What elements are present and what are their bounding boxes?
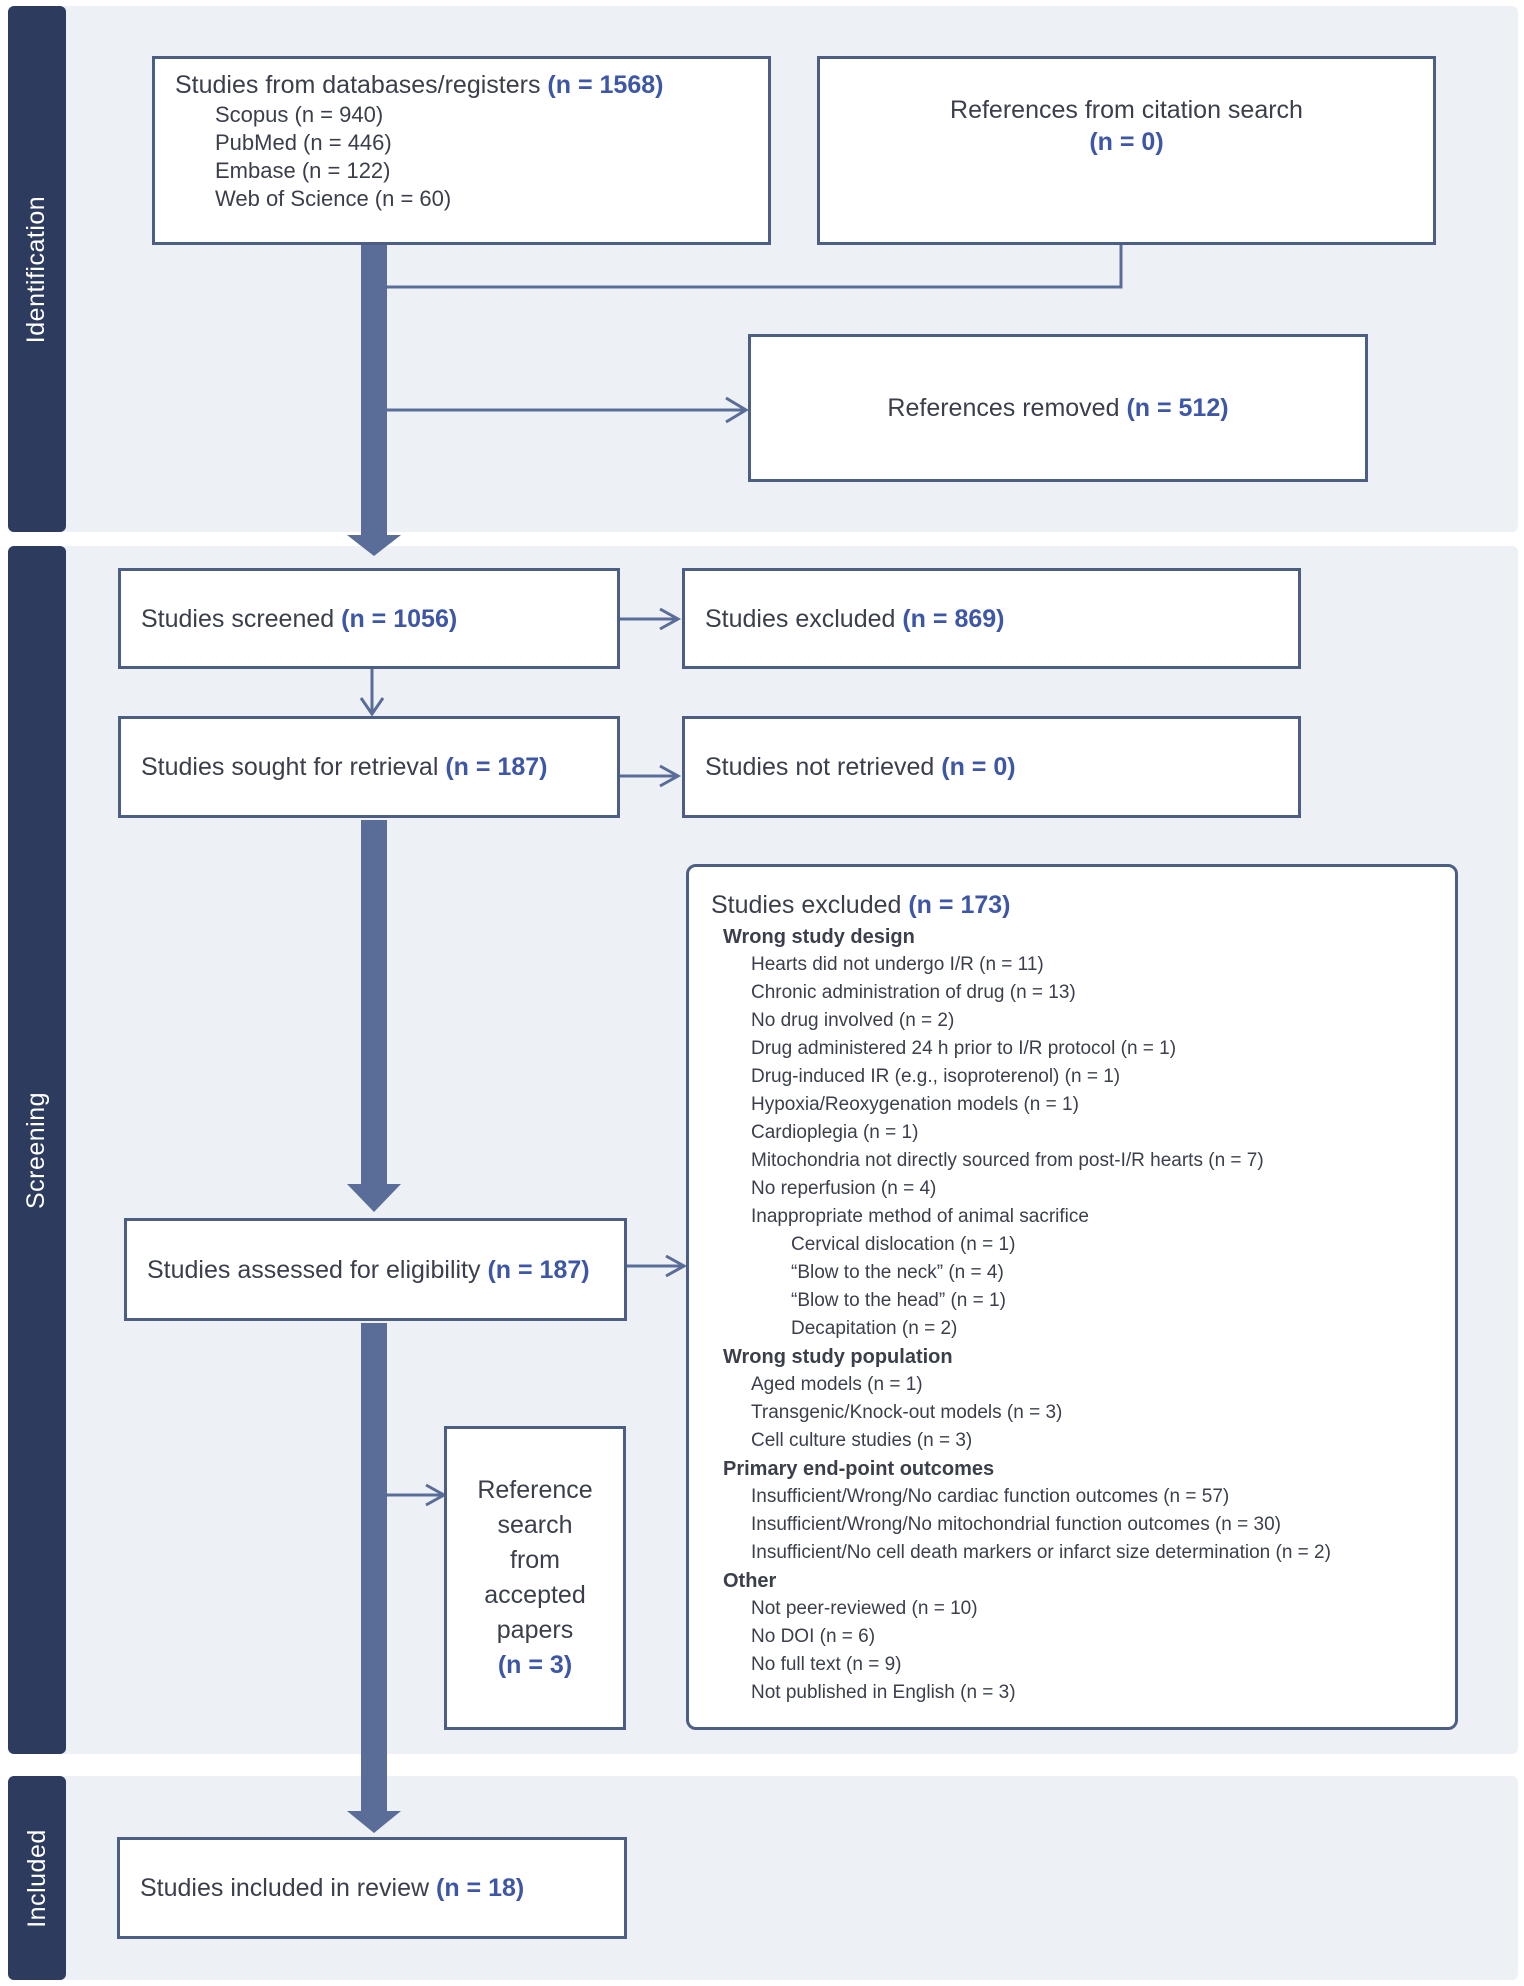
assessed-label: Studies assessed for eligibility (147, 1255, 481, 1284)
not-retrieved-arrowhead (659, 764, 682, 788)
exclusion-reason: Insufficient/Wrong/No cardiac function o… (751, 1486, 1230, 1507)
citation-merge-line (374, 245, 1123, 289)
included-label: Studies included in review (140, 1874, 430, 1902)
databases-heading: Studies from databases/registers (n = 15… (175, 69, 768, 101)
reference-search-count: (n = 3) (497, 1651, 573, 1679)
screened-count: (n = 1056) (341, 604, 458, 633)
references-removed-box: References removed (n = 512) (748, 334, 1368, 482)
references-removed-count: (n = 512) (1126, 394, 1229, 422)
exclusion-reason: Drug administered 24 h prior to I/R prot… (751, 1038, 1177, 1059)
sought-box: Studies sought for retrieval (n = 187) (118, 716, 620, 818)
exclusion-reason: Mitochondria not directly sourced from p… (751, 1150, 1264, 1171)
databases-label: Studies from databases/registers (175, 71, 541, 99)
source-embase: Embase (n = 122) (215, 158, 391, 183)
main-flow-bar-3 (361, 1323, 387, 1811)
sought-heading: Studies sought for retrieval (n = 187) (141, 751, 547, 783)
eligibility-arrowhead (665, 1254, 688, 1278)
exclusion-subreason: “Blow to the neck” (n = 4) (791, 1262, 1004, 1283)
eligibility-excluded-box: Studies excluded (n = 173) Wrong study d… (686, 864, 1458, 1730)
exclusion-group-heading: Wrong study population (723, 1346, 953, 1368)
not-retrieved-box: Studies not retrieved (n = 0) (682, 716, 1301, 818)
exclusion-reason: Not peer-reviewed (n = 10) (751, 1598, 978, 1619)
exclusion-reason: Inappropriate method of animal sacrifice (751, 1206, 1089, 1227)
citation-search-count: (n = 0) (1089, 127, 1164, 156)
exclusion-reason: Cardioplegia (n = 1) (751, 1122, 919, 1143)
exclusion-reason: No drug involved (n = 2) (751, 1010, 955, 1031)
eligibility-excluded-heading: Studies excluded (n = 173) (711, 889, 1455, 921)
main-flow-bar-1 (361, 245, 387, 535)
excluded-count: (n = 869) (902, 604, 1005, 633)
screen-to-sought-arrowhead (359, 697, 385, 717)
exclusion-reason: Aged models (n = 1) (751, 1374, 923, 1395)
excluded-label: Studies excluded (705, 604, 896, 633)
source-scopus: Scopus (n = 940) (215, 102, 384, 127)
citation-search-box: References from citation search (n = 0) (817, 56, 1436, 245)
excluded-arrowhead (659, 607, 682, 631)
exclusion-reason: Transgenic/Knock-out models (n = 3) (751, 1402, 1063, 1423)
sought-count: (n = 187) (445, 753, 548, 781)
main-flow-arrowhead-2 (347, 1184, 401, 1212)
eligibility-excluded-count: (n = 173) (908, 891, 1011, 919)
exclusion-subreason: Decapitation (n = 2) (791, 1318, 958, 1339)
exclusion-reason: Cell culture studies (n = 3) (751, 1430, 973, 1451)
removed-arrowhead (725, 396, 749, 424)
stage-identification: Identification (8, 6, 66, 532)
exclusion-reason: Insufficient/Wrong/No mitochondrial func… (751, 1514, 1281, 1535)
exclusion-reason: Drug-induced IR (e.g., isoproterenol) (n… (751, 1066, 1121, 1087)
reference-search-line-3: from (510, 1546, 560, 1574)
source-pubmed: PubMed (n = 446) (215, 130, 392, 155)
exclusion-group-heading: Other (723, 1570, 777, 1592)
exclusion-reason: Chronic administration of drug (n = 13) (751, 982, 1076, 1003)
exclusion-reason: No DOI (n = 6) (751, 1626, 876, 1647)
excluded-heading: Studies excluded (n = 869) (705, 603, 1004, 635)
stage-included: Included (8, 1776, 66, 1980)
source-web-of-science: Web of Science (n = 60) (215, 186, 452, 211)
exclusion-reason: Hearts did not undergo I/R (n = 11) (751, 954, 1044, 975)
exclusion-group-heading: Primary end-point outcomes (723, 1458, 995, 1480)
stage-screening: Screening (8, 546, 66, 1754)
exclusion-reason: Not published in English (n = 3) (751, 1682, 1016, 1703)
exclusion-group-heading: Wrong study design (723, 926, 915, 948)
screened-box: Studies screened (n = 1056) (118, 568, 620, 669)
included-count: (n = 18) (436, 1874, 525, 1902)
databases-count: (n = 1568) (547, 71, 664, 99)
assessed-box: Studies assessed for eligibility (n = 18… (124, 1218, 627, 1321)
not-retrieved-count: (n = 0) (941, 753, 1016, 781)
assessed-heading: Studies assessed for eligibility (n = 18… (147, 1254, 590, 1286)
exclusion-subreason: Cervical dislocation (n = 1) (791, 1234, 1016, 1255)
assessed-count: (n = 187) (487, 1255, 590, 1284)
reference-search-line-2: search (497, 1511, 573, 1539)
sought-label: Studies sought for retrieval (141, 753, 439, 781)
references-removed-heading: References removed (n = 512) (887, 392, 1228, 424)
exclusion-subreason: “Blow to the head” (n = 1) (791, 1290, 1006, 1311)
included-box: Studies included in review (n = 18) (117, 1837, 627, 1939)
reference-search-line-4: accepted (484, 1581, 586, 1609)
main-flow-arrowhead-1 (347, 535, 401, 556)
excluded-box: Studies excluded (n = 869) (682, 568, 1301, 669)
reference-search-box: Reference search from accepted papers (n… (444, 1426, 626, 1730)
included-heading: Studies included in review (n = 18) (140, 1872, 524, 1904)
exclusion-reason: No reperfusion (n = 4) (751, 1178, 937, 1199)
reference-search-line-1: Reference (477, 1476, 593, 1504)
main-flow-arrowhead-3 (347, 1811, 401, 1833)
not-retrieved-label: Studies not retrieved (705, 753, 935, 781)
databases-box: Studies from databases/registers (n = 15… (152, 56, 771, 245)
screened-label: Studies screened (141, 604, 335, 633)
not-retrieved-heading: Studies not retrieved (n = 0) (705, 751, 1016, 783)
citation-search-label: References from citation search (950, 95, 1303, 124)
exclusion-reason: Hypoxia/Reoxygenation models (n = 1) (751, 1094, 1079, 1115)
reference-search-line-5: papers (496, 1616, 574, 1644)
exclusion-reason: Insufficient/No cell death markers or in… (751, 1542, 1331, 1563)
references-removed-label: References removed (887, 394, 1120, 422)
eligibility-excluded-label: Studies excluded (711, 891, 902, 919)
main-flow-bar-2 (361, 820, 387, 1184)
exclusion-reason: No full text (n = 9) (751, 1654, 902, 1675)
screened-heading: Studies screened (n = 1056) (141, 603, 457, 635)
